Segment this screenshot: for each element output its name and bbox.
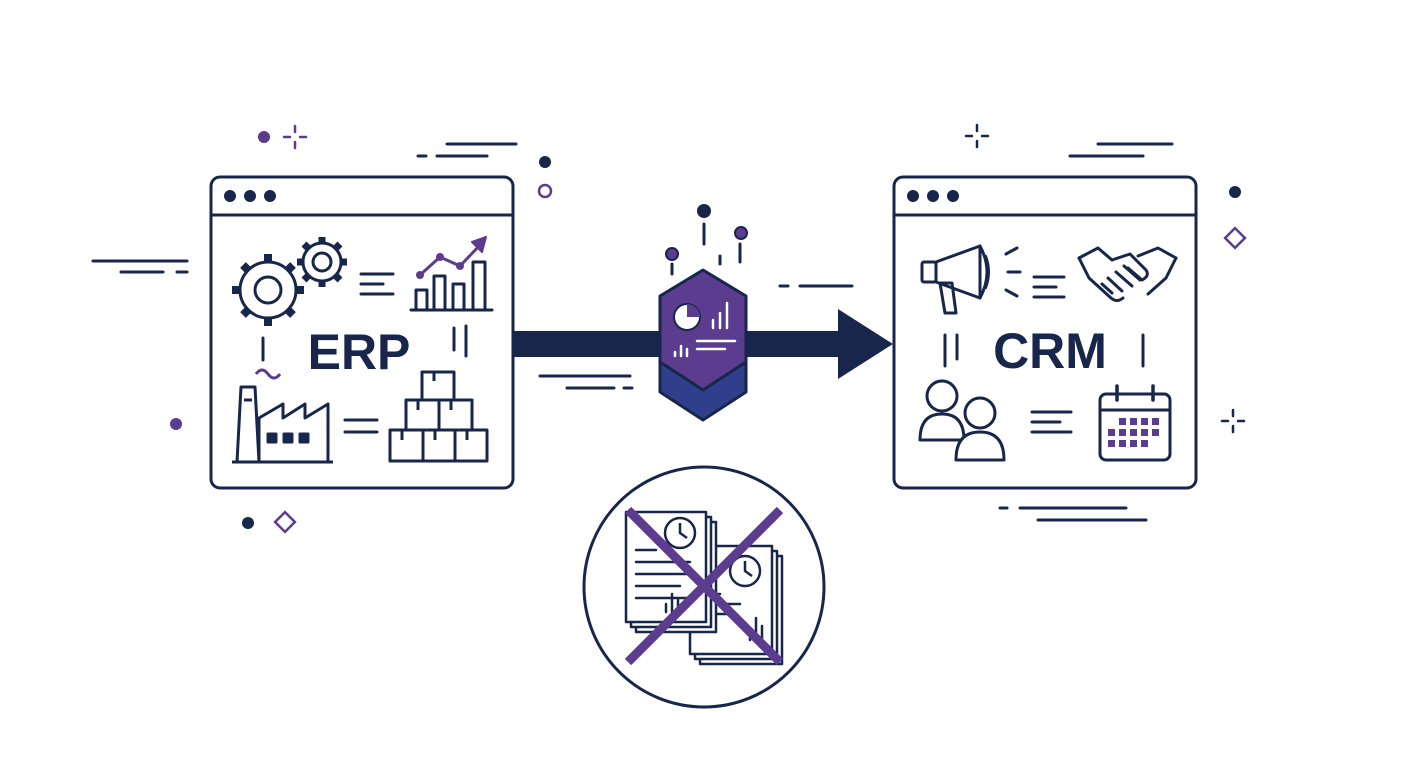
sparkle-icon bbox=[1220, 408, 1246, 434]
window-control-dots bbox=[224, 190, 276, 202]
rising-bar-chart-icon bbox=[409, 236, 494, 312]
decor-dot bbox=[258, 131, 270, 143]
decor-diamond bbox=[273, 510, 297, 534]
sparkle-icon bbox=[964, 123, 990, 149]
decorations bbox=[91, 123, 1247, 534]
users-icon bbox=[918, 379, 1006, 462]
decor-dot bbox=[1229, 186, 1241, 198]
decor-ring bbox=[537, 183, 553, 199]
stacked-boxes-icon bbox=[388, 370, 489, 463]
hub-pie-chart bbox=[673, 303, 701, 331]
cross-out-icon bbox=[624, 506, 784, 666]
window-control-dots bbox=[907, 190, 959, 202]
handshake-icon bbox=[1077, 246, 1178, 302]
integration-hub-icon bbox=[658, 204, 748, 422]
crm-label: CRM bbox=[993, 323, 1107, 379]
calendar-icon bbox=[1098, 384, 1172, 462]
decor-dot bbox=[539, 156, 551, 168]
decor-dot bbox=[242, 517, 254, 529]
factory-icon bbox=[232, 368, 333, 464]
connector-lines bbox=[943, 275, 1145, 434]
decor-diamond bbox=[1223, 226, 1247, 250]
no-manual-reports-icon bbox=[582, 465, 826, 709]
gears-icon bbox=[232, 237, 347, 326]
decor-dot bbox=[170, 418, 182, 430]
crm-window: CRM bbox=[892, 175, 1198, 490]
sparkle-icon bbox=[282, 124, 308, 150]
clock-icon bbox=[663, 516, 697, 550]
erp-window: ERP bbox=[209, 175, 515, 490]
megaphone-icon bbox=[920, 244, 1022, 315]
connector-lines bbox=[261, 272, 468, 434]
erp-label: ERP bbox=[308, 324, 411, 380]
clock-icon bbox=[728, 554, 762, 588]
